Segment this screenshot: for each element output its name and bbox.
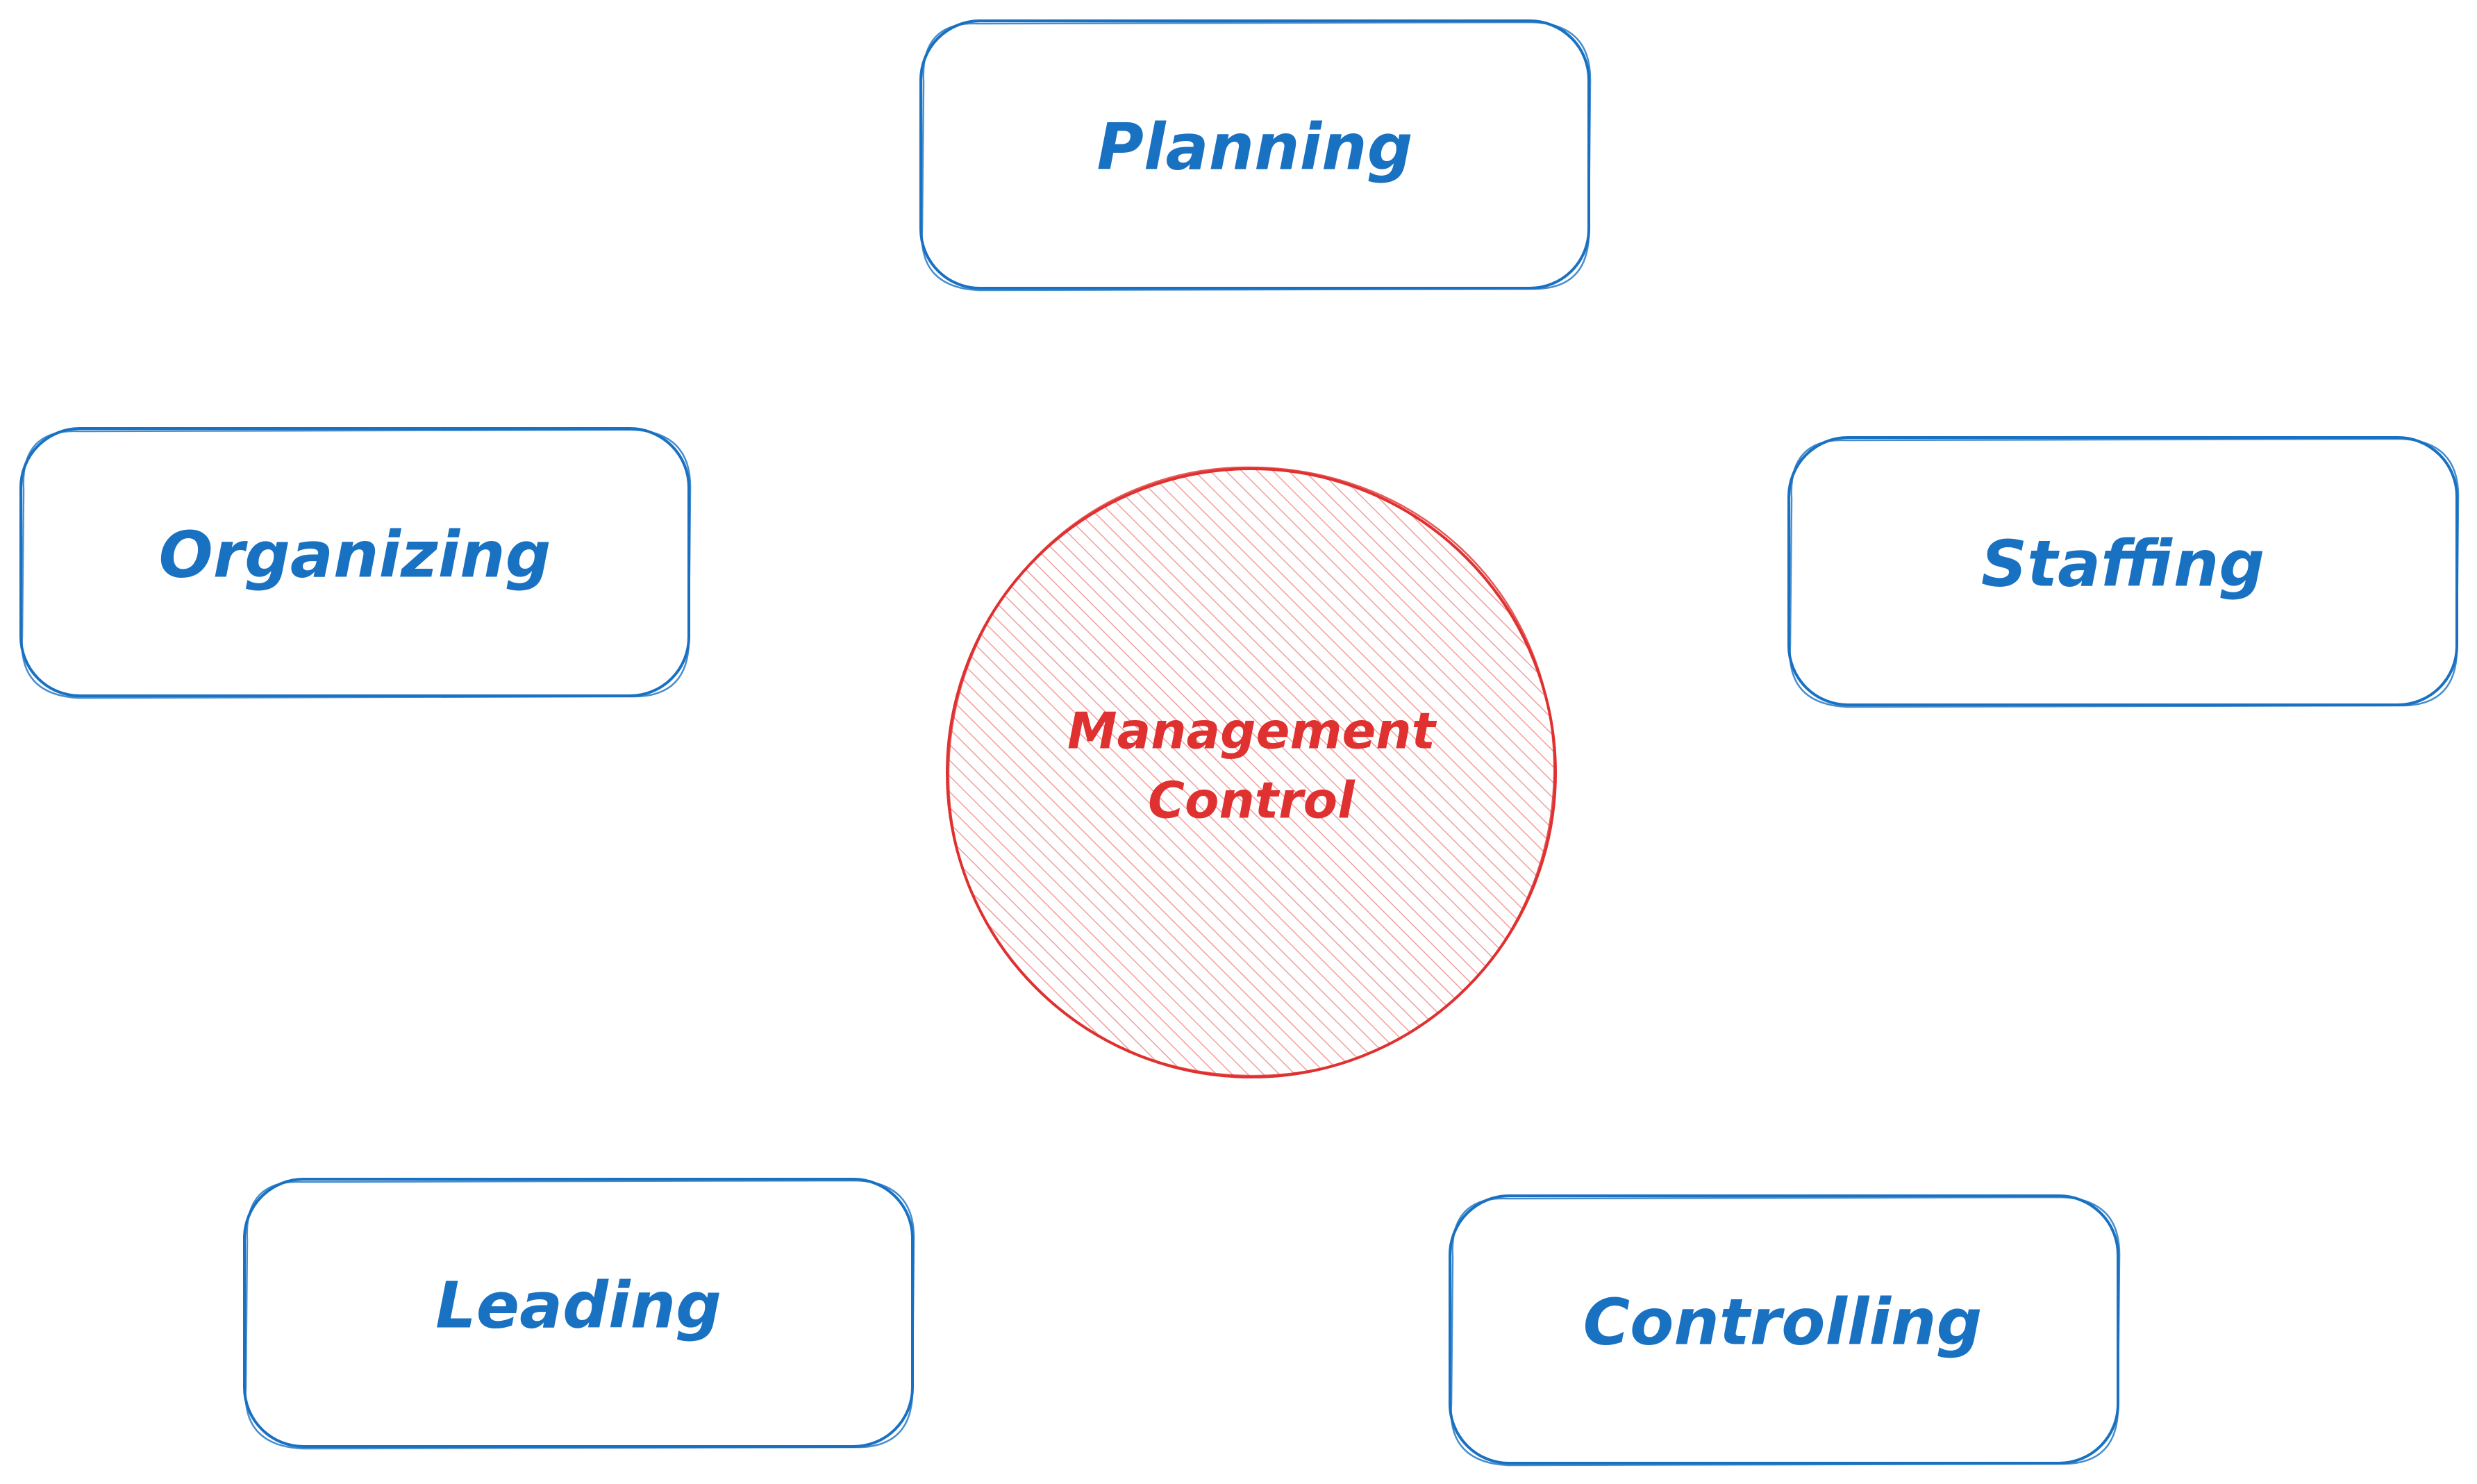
- management-control-label-line2: Control: [1148, 772, 1356, 830]
- staffing-label: Staffing: [1981, 526, 2265, 601]
- management-control-node[interactable]: Management Control: [946, 466, 1557, 1078]
- organizing-box-sketch-stroke: [21, 428, 692, 699]
- staffing-box-sketch-stroke: [1789, 437, 2460, 708]
- organizing-node[interactable]: Organizing: [19, 427, 692, 699]
- management-control-hatch: [947, 469, 1556, 1077]
- management-control-circle: [946, 467, 1557, 1078]
- leading-node[interactable]: Leading: [243, 1178, 915, 1450]
- planning-node[interactable]: Planning: [919, 19, 1592, 292]
- controlling-node[interactable]: Controlling: [1449, 1194, 2121, 1467]
- controlling-label: Controlling: [1583, 1285, 1983, 1359]
- management-control-label-line1: Management: [1067, 702, 1437, 760]
- leading-label: Leading: [435, 1268, 722, 1342]
- controlling-box-sketch-stroke: [1450, 1196, 2121, 1467]
- staffing-node[interactable]: Staffing: [1787, 436, 2460, 708]
- organizing-label: Organizing: [159, 517, 551, 592]
- planning-box-sketch-stroke: [921, 21, 1592, 292]
- management-control-sketch-stroke: [947, 466, 1556, 1077]
- leading-box-sketch-stroke: [244, 1179, 915, 1450]
- planning-label: Planning: [1097, 110, 1413, 184]
